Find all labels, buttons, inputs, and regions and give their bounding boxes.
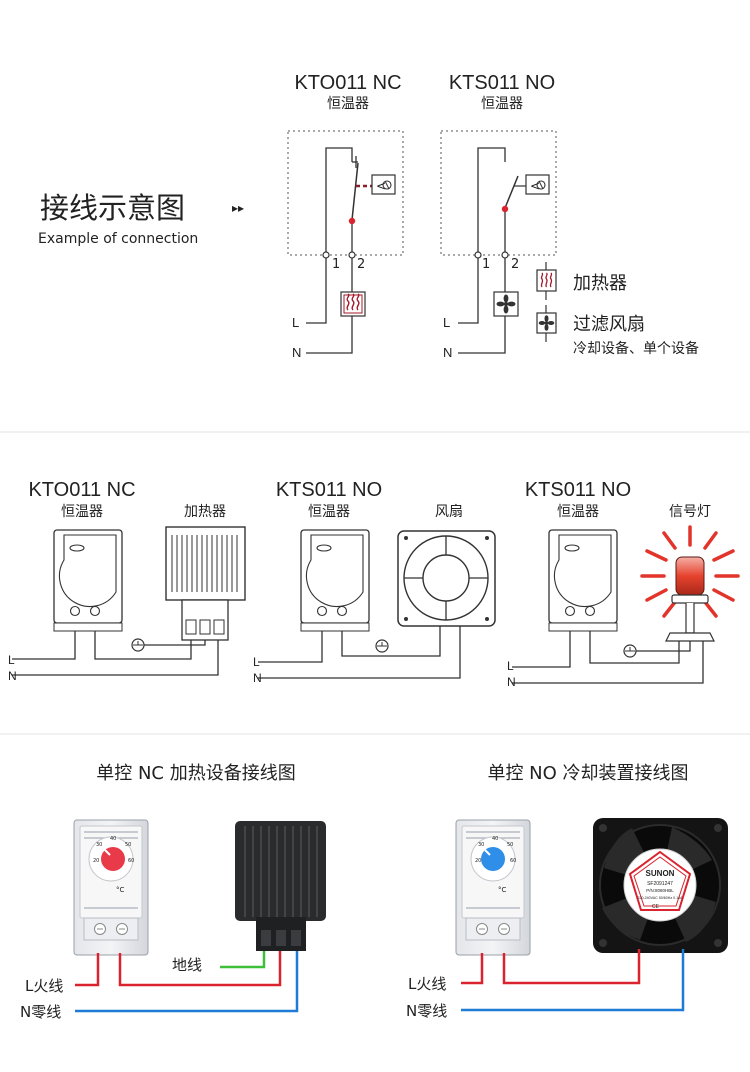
svg-text:60: 60 — [510, 858, 516, 864]
section-schematic: 接线示意图 Example of connection ▸▸ KTO011 NC… — [38, 72, 699, 360]
svg-text:L: L — [253, 655, 260, 669]
live-wire-label: L火线 — [408, 975, 446, 993]
panel-model: KTO011 NC — [28, 479, 135, 501]
section-title-en: Example of connection — [38, 231, 198, 247]
svg-text:40: 40 — [110, 836, 116, 842]
no-fan-wiring: 单控 NO 冷却装置接线图 20 30 40 50 60 °C — [406, 763, 728, 1020]
schematic-no-box — [440, 130, 557, 256]
device-panel-lamp: KTS011 NO 恒温器 信号灯 — [507, 479, 740, 689]
svg-text:1: 1 — [332, 257, 340, 272]
nc-heater-title: 单控 NC 加热设备接线图 — [96, 763, 295, 784]
switch-pivot-dot — [348, 217, 356, 225]
neutral-wire-label: N零线 — [20, 1003, 61, 1021]
fan-device — [397, 530, 496, 627]
fan-label — [623, 848, 697, 922]
heater-device — [165, 526, 246, 601]
svg-text:2: 2 — [357, 257, 365, 272]
svg-text:N: N — [507, 675, 516, 689]
svg-text:N: N — [443, 345, 452, 360]
schematic-nc: KTO011 NC 恒温器 < 1 2 — [287, 72, 404, 360]
svg-text:SF2091247: SF2091247 — [647, 881, 673, 887]
schematic-nc-sub: 恒温器 — [327, 96, 369, 112]
legend: 加热器 过滤风扇 冷却设备、单个设备 — [536, 262, 699, 357]
svg-text:L: L — [292, 315, 299, 330]
section-title-cn: 接线示意图 — [40, 191, 185, 225]
svg-text:°C: °C — [116, 886, 125, 894]
svg-text:<: < — [376, 179, 386, 193]
svg-text:信号灯: 信号灯 — [669, 504, 711, 520]
svg-text:N: N — [253, 671, 262, 685]
fan-brand: SUNON — [646, 869, 675, 878]
device-panel-heater: KTO011 NC 恒温器 加热器 — [8, 479, 246, 683]
svg-text:风扇: 风扇 — [435, 504, 463, 520]
no-fan-title: 单控 NO 冷却装置接线图 — [487, 763, 688, 784]
svg-text:20: 20 — [93, 858, 99, 864]
schematic-nc-model: KTO011 NC — [294, 72, 401, 94]
schematic-no-model: KTS011 NO — [449, 72, 555, 94]
svg-text:N: N — [292, 345, 301, 360]
svg-text:N: N — [8, 669, 17, 683]
svg-text:220-240VAC 50/60Hz 0.14A: 220-240VAC 50/60Hz 0.14A — [637, 896, 683, 900]
svg-text:°C: °C — [498, 886, 507, 894]
svg-text:30: 30 — [478, 842, 484, 848]
nc-heater-wiring: 单控 NC 加热设备接线图 20 30 40 50 60 °C — [20, 763, 326, 1021]
section-color-wiring: 单控 NC 加热设备接线图 20 30 40 50 60 °C — [20, 763, 728, 1021]
panel-model: KTS011 NO — [276, 479, 382, 501]
svg-text:20: 20 — [475, 858, 481, 864]
svg-text:CE: CE — [652, 904, 660, 910]
neutral-wire-label: N零线 — [406, 1002, 447, 1020]
schematic-no-sub: 恒温器 — [481, 96, 523, 112]
panel-model: KTS011 NO — [525, 479, 631, 501]
live-wire-label: L火线 — [25, 977, 63, 995]
signal-lamp-icon — [640, 525, 740, 642]
svg-text:P/N:8080HBL: P/N:8080HBL — [646, 888, 674, 893]
svg-text:30: 30 — [96, 842, 102, 848]
svg-text:恒温器: 恒温器 — [61, 504, 103, 520]
svg-text:40: 40 — [492, 836, 498, 842]
svg-text:2: 2 — [511, 257, 519, 272]
legend-heater-label: 加热器 — [573, 273, 627, 294]
svg-text:1: 1 — [482, 257, 490, 272]
heater-device — [235, 821, 326, 921]
svg-text:L: L — [443, 315, 450, 330]
svg-text:恒温器: 恒温器 — [308, 504, 350, 520]
svg-text:50: 50 — [125, 842, 131, 848]
legend-fan-note: 冷却设备、单个设备 — [573, 340, 699, 357]
svg-text:<: < — [530, 179, 540, 193]
schematic-nc-box — [287, 130, 404, 256]
double-chevron-right-icon: ▸▸ — [232, 201, 244, 215]
ground-wire-label: 地线 — [172, 956, 202, 974]
svg-text:L: L — [507, 659, 514, 673]
svg-text:50: 50 — [507, 842, 513, 848]
svg-text:L: L — [8, 653, 15, 667]
schematic-no: KTS011 NO 恒温器 < 1 2 — [440, 72, 557, 360]
svg-text:加热器: 加热器 — [184, 504, 226, 520]
svg-text:恒温器: 恒温器 — [557, 504, 599, 520]
device-panel-fan: KTS011 NO 恒温器 风扇 L N — [253, 479, 496, 685]
legend-fan-label: 过滤风扇 — [573, 314, 645, 335]
section-devices: KTO011 NC 恒温器 加热器 — [8, 479, 740, 689]
svg-text:60: 60 — [128, 858, 134, 864]
